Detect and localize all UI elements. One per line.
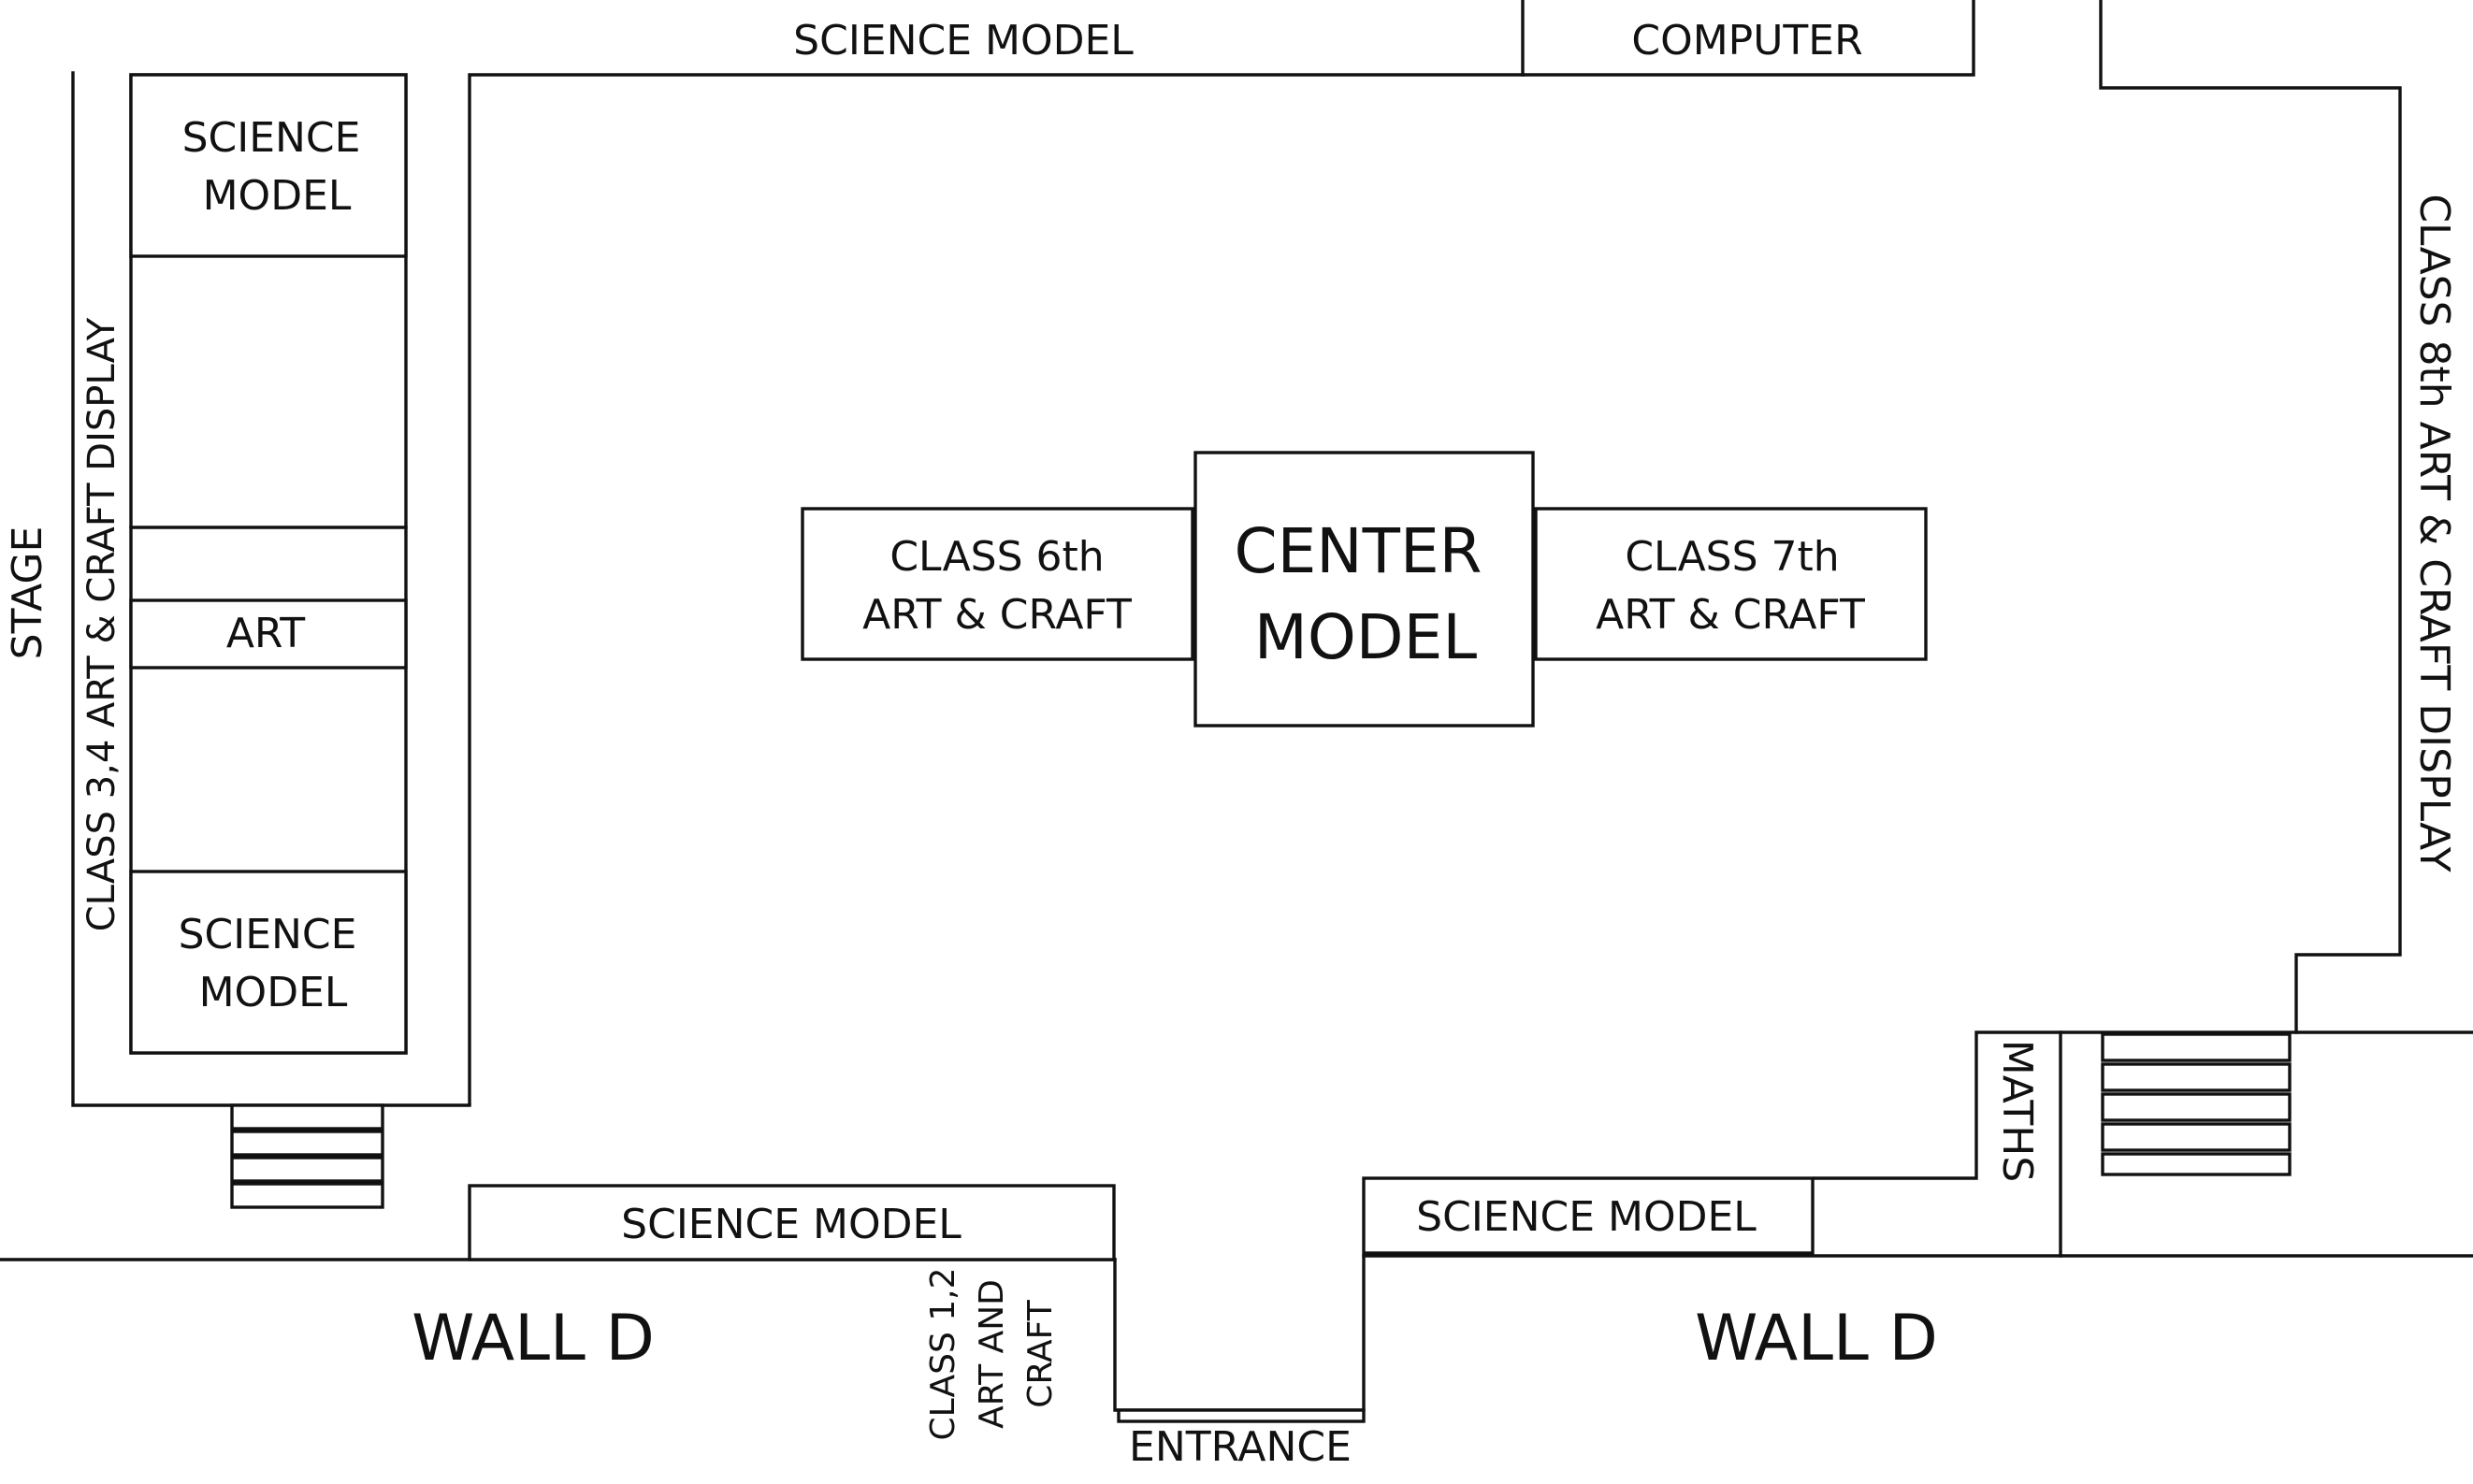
class12-line2: ART AND: [973, 1279, 1011, 1429]
stairs-left: [230, 1103, 384, 1209]
center-model-line1: CENTER: [1234, 515, 1482, 587]
right-display-label: CLASS 8th ART & CRAFT DISPLAY: [2410, 194, 2458, 872]
class6-box: [801, 507, 1194, 661]
left-science-model-bottom-line1: SCIENCE: [179, 911, 357, 958]
class12-line3: CRAFT: [1021, 1299, 1060, 1407]
class7-line1: CLASS 7th: [1625, 533, 1839, 581]
entrance-recess: [1113, 1254, 1366, 1412]
class12-line1: CLASS 1,2: [924, 1267, 962, 1440]
class6-line2: ART & CRAFT: [862, 591, 1132, 639]
center-model-line2: MODEL: [1254, 601, 1477, 673]
left-art-label: ART: [226, 610, 305, 657]
class6-line1: CLASS 6th: [889, 533, 1104, 581]
wall-left-label: WALL D: [412, 1302, 655, 1376]
left-science-model-top-line1: SCIENCE: [182, 114, 361, 162]
left-display-label: CLASS 3,4 ART & CRAFT DISPLAY: [80, 317, 123, 931]
center-model-box: [1193, 451, 1535, 728]
center-exhibits: [801, 451, 1928, 728]
bottom-left-science-model-box: [468, 1184, 1116, 1261]
entrance-label: ENTRANCE: [1129, 1423, 1352, 1471]
wall-right-label: WALL D: [1695, 1302, 1938, 1376]
bottom-left-science-model-label: SCIENCE MODEL: [621, 1201, 962, 1248]
stairs-right: [2101, 1032, 2292, 1176]
bottom-right-science-model-label: SCIENCE MODEL: [1416, 1193, 1757, 1241]
class7-line2: ART & CRAFT: [1596, 591, 1865, 639]
maths-label: MATHS: [1993, 1040, 2041, 1183]
bottom-right-science-model-box: [1362, 1176, 1815, 1255]
entrance-threshold: [1117, 1408, 1366, 1423]
main-hall-top-wall: [468, 0, 1975, 1105]
science-model-bottom-box: [129, 870, 408, 1055]
top-science-model-label: SCIENCE MODEL: [793, 17, 1134, 65]
science-model-top-box: [129, 73, 408, 258]
art-box: [129, 598, 408, 670]
maths-corridor-left: [1813, 1030, 2473, 1180]
class7-box: [1534, 507, 1928, 661]
right-wall: [2099, 0, 2402, 1034]
left-science-model-top-line2: MODEL: [203, 172, 352, 220]
left-science-model-bottom-line2: MODEL: [199, 969, 348, 1016]
stage-label: STAGE: [4, 526, 51, 660]
left-display-column: [129, 73, 408, 1055]
top-computer-label: COMPUTER: [1631, 17, 1862, 65]
